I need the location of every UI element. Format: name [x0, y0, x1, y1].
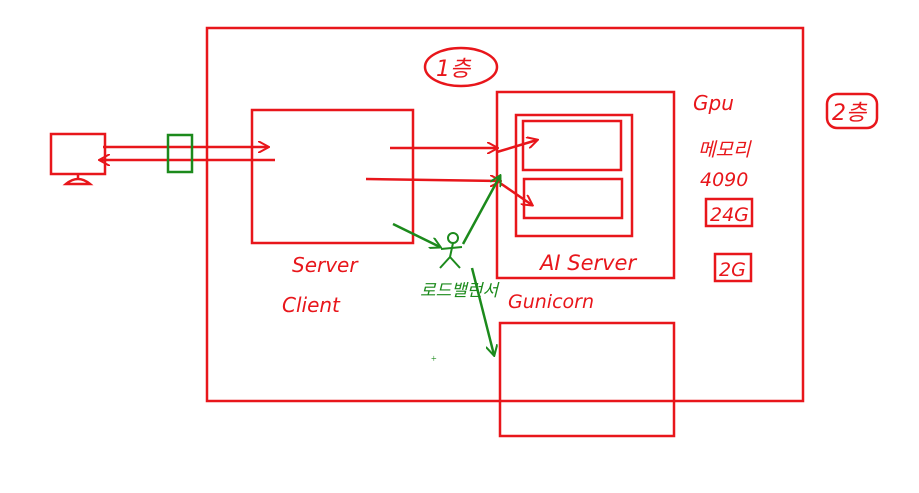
gpu-model-label: 4090 [700, 169, 748, 191]
ai-server-inner-frame [514, 113, 634, 238]
server-client-box [250, 108, 415, 245]
load-balancer-figure-icon [439, 232, 463, 269]
count-label: 2G [719, 259, 746, 281]
ai-instance-2 [522, 177, 624, 220]
client-label: Client [282, 293, 341, 317]
floor-2-server-box [498, 321, 676, 438]
gunicorn-label: Gunicorn [508, 291, 594, 313]
gateway-box [166, 133, 194, 174]
ai-instance-1 [521, 119, 623, 172]
cursor-mark: + [431, 354, 437, 365]
count-box [713, 252, 753, 283]
gpu-label: Gpu [693, 91, 734, 115]
memory-label: 메모리 [698, 139, 752, 161]
server-label: Server [292, 253, 359, 277]
floor-1-frame [205, 26, 805, 403]
client-to-lb-arrow [392, 222, 440, 247]
lb-to-instance-1-arrow [496, 140, 537, 154]
load-balancer-label: 로드밸런서 [420, 281, 501, 301]
vram-label: 24G [710, 204, 749, 226]
floor-2-box [825, 92, 879, 130]
monitor-icon [49, 132, 107, 186]
lb-to-instance-2-arrow [499, 181, 532, 205]
floor-2-label: 2층 [832, 101, 868, 126]
ai-server-label: AI Server [538, 251, 637, 275]
floor-1-circle [423, 46, 499, 88]
vram-box [704, 197, 754, 228]
lb-to-ai-arrow [461, 176, 500, 245]
lb-to-floor2-arrow [470, 267, 494, 355]
floor-1-label: 1층 [436, 57, 472, 82]
client-to-ai-arrow-2 [365, 179, 500, 181]
